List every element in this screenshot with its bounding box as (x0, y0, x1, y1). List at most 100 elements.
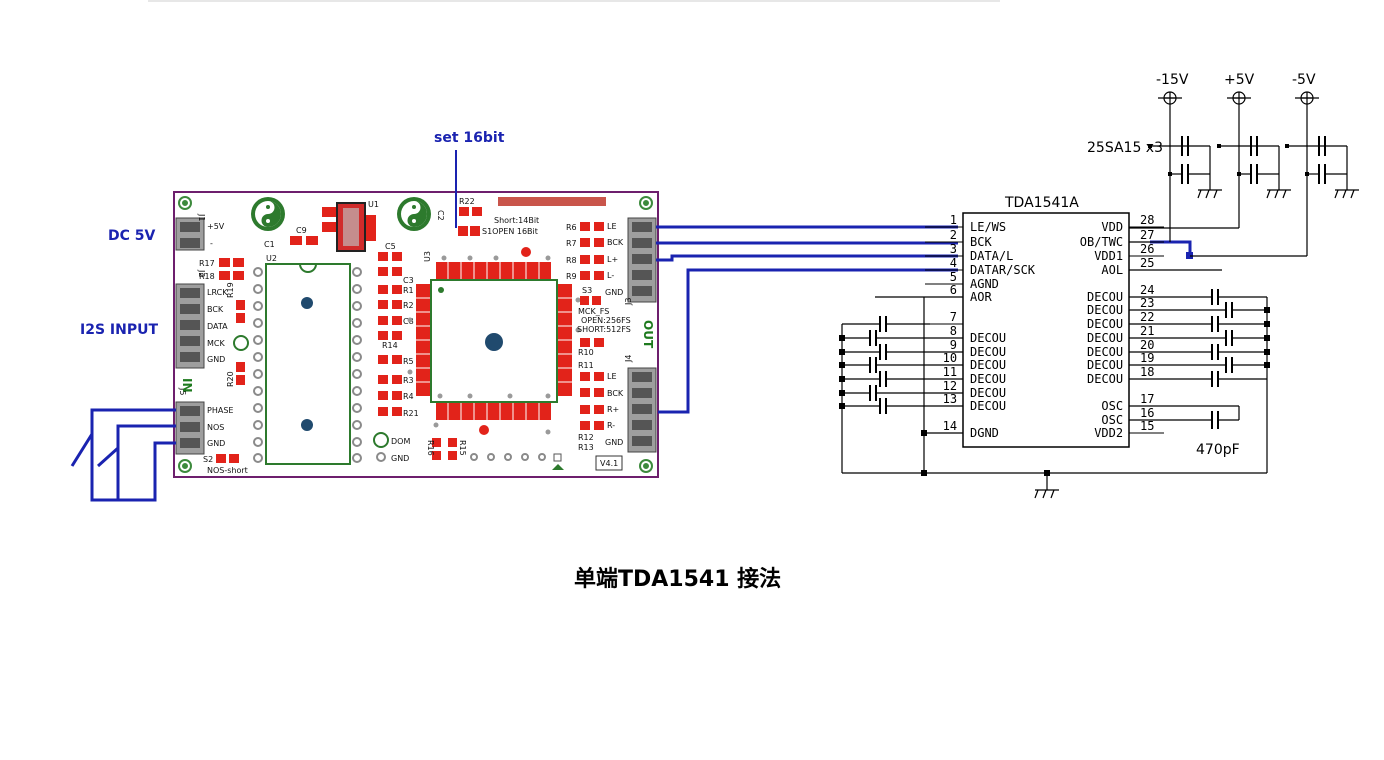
switch-wiring (70, 408, 176, 502)
resistor-column (378, 252, 402, 416)
r6-ref: R6 (566, 223, 577, 232)
dom-ref: DOM (391, 437, 410, 446)
supply-terminals (1158, 91, 1319, 105)
left-decoupling (841, 296, 1267, 499)
pin-label: AOL (1101, 263, 1123, 277)
j1-pin-label: - (210, 239, 213, 248)
dc5v-label: DC 5V (108, 228, 156, 244)
r17-ref: R17 (199, 259, 215, 268)
signal-wires (656, 225, 1192, 414)
r18-ref: R18 (199, 272, 215, 281)
connector-j3: LE BCK L+ L- GND J3 OUT (605, 217, 657, 349)
c5-ref: C5 (385, 242, 396, 251)
s1open-note: S1OPEN 16Bit (482, 227, 538, 236)
u1-ref: U1 (368, 200, 379, 209)
r1-ref: R1 (403, 286, 414, 295)
pin-label: OB/TWC (1080, 235, 1123, 249)
r22-ref: R22 (459, 197, 475, 206)
silk-bar (498, 197, 606, 206)
pin-number: 13 (943, 392, 957, 406)
short14-note: Short:14Bit (494, 216, 539, 225)
u3-ref: U3 (423, 251, 432, 262)
supply-label: -5V (1292, 72, 1316, 88)
c9-ref: C9 (296, 226, 307, 235)
pin-number: 26 (1140, 242, 1154, 256)
pin1-triangle (552, 464, 564, 470)
r22-pad (472, 207, 482, 216)
pin-label: DECOU (1087, 290, 1123, 304)
j2-id: J2 (197, 269, 206, 277)
pin-label: DECOU (970, 399, 1006, 413)
r19-ref: R19 (226, 282, 235, 298)
resistors-r10-r13 (580, 338, 604, 430)
pin-label: OSC (1101, 399, 1123, 413)
resistors-r6-r9 (580, 222, 604, 305)
pin-number: 7 (950, 310, 957, 324)
pin-number: 5 (950, 270, 957, 284)
pin-label: DECOU (1087, 331, 1123, 345)
gnd-ref: GND (391, 454, 409, 463)
pin-number: 24 (1140, 283, 1154, 297)
j3-pin-label: BCK (607, 238, 624, 247)
j3-pin-label: LE (607, 222, 617, 231)
set16bit-label: set 16bit (434, 130, 505, 146)
nos-short-note: NOS-short (207, 466, 248, 475)
s1-pad (458, 226, 468, 236)
left-junctions (839, 335, 1050, 476)
capacitor-c2: C2 (397, 197, 445, 231)
out-label: OUT (641, 320, 655, 349)
j5-id: J5 (178, 387, 187, 395)
r4-ref: R4 (403, 392, 414, 401)
connector-j1: +5V - J1 (175, 213, 225, 251)
j5-pin-label: NOS (207, 423, 224, 432)
mounting-holes (178, 196, 653, 473)
pin-label: DECOU (970, 358, 1006, 372)
j5-pin-label: GND (207, 439, 225, 448)
pin-number: 18 (1140, 365, 1154, 379)
ic-u2: U2 (253, 254, 362, 465)
r12-ref: R12 (578, 433, 594, 442)
s1-pad (470, 226, 480, 236)
r21-ref: R21 (403, 409, 419, 418)
pin-number: 1 (950, 213, 957, 227)
dac-pcb: +5V - J1 LRCK BCK DATA MCK GND J2 PHASE (173, 191, 659, 478)
pin-label: DECOU (1087, 303, 1123, 317)
j4-pin-label: R- (607, 421, 615, 430)
gnd-test-point (376, 452, 386, 462)
pin-label: DECOU (970, 372, 1006, 386)
pin-number: 4 (950, 256, 957, 270)
supply-rails (1129, 104, 1308, 271)
pin-label: AGND (970, 277, 999, 291)
rail-decoupling (1150, 136, 1359, 199)
connector-j4: LE BCK R+ R- GND J4 (605, 355, 657, 453)
r14-ref: R14 (382, 341, 398, 350)
r3-ref: R3 (403, 376, 414, 385)
pin-label: LE/WS (970, 220, 1006, 234)
r7-ref: R7 (566, 239, 577, 248)
pin-label: DGND (970, 426, 999, 440)
pin-number: 28 (1140, 213, 1154, 227)
r2-ref: R2 (403, 301, 414, 310)
j2-pin-label: MCK (207, 339, 225, 348)
chip-name: TDA1541A (1004, 195, 1079, 211)
r11-ref: R11 (578, 361, 594, 370)
pin-number: 27 (1140, 228, 1154, 242)
pin-label: DECOU (970, 386, 1006, 400)
pin-label: DECOU (1087, 372, 1123, 386)
r5-ref: R5 (403, 357, 414, 366)
pin-label: DECOU (970, 345, 1006, 359)
pin-number: 19 (1140, 351, 1154, 365)
supply-label: +5V (1224, 72, 1255, 88)
regulator-u1: U1 C9 (290, 200, 379, 252)
mckfs-note: MCK_FS (578, 307, 609, 316)
dom-test-point (373, 432, 389, 448)
junction (1186, 252, 1193, 259)
r10-ref: R10 (578, 348, 594, 357)
j3-pin-label: GND (605, 288, 623, 297)
pin-number: 2 (950, 228, 957, 242)
pin-label: DECOU (970, 331, 1006, 345)
test-point (233, 335, 249, 351)
j1-pin-label: +5V (207, 222, 225, 231)
open256-note: OPEN:256FS (581, 316, 631, 325)
